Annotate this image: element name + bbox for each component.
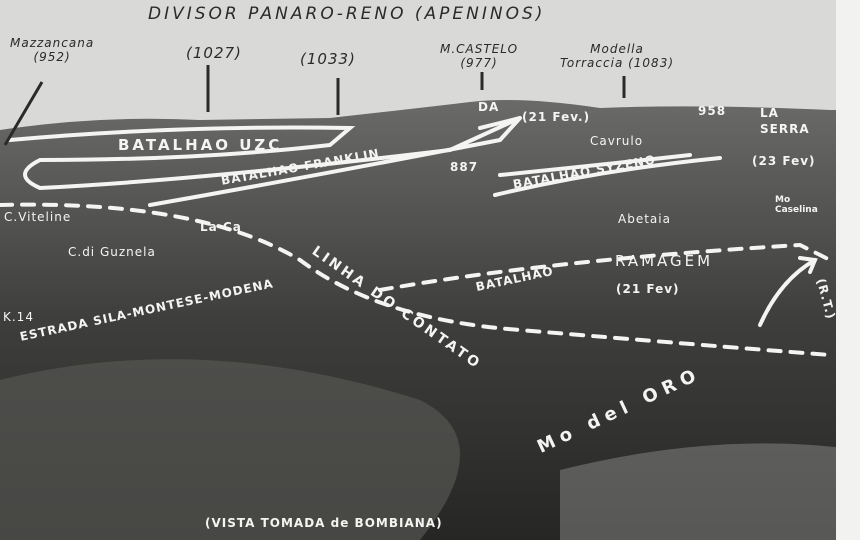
- page-margin: [836, 0, 860, 540]
- label-la-serra: LA SERRA: [760, 106, 810, 136]
- label-abetaia: Abetaia: [618, 212, 671, 226]
- label-la-ca: La Ca: [200, 220, 242, 234]
- bottom-right-field: [560, 443, 860, 540]
- label-c-viteline: C.Viteline: [4, 210, 72, 224]
- label-21-fev: (21 Fev.): [522, 110, 591, 124]
- label-887: 887: [450, 160, 479, 174]
- rt-arrow: [758, 256, 818, 327]
- title: DIVISOR PANARO-RENO (APENINOS): [148, 4, 546, 24]
- label-21-fev-2: (21 Fev): [616, 282, 680, 296]
- label-c-guznela: C.di Guznela: [68, 245, 156, 259]
- batalhao-franklin-outline: [148, 116, 522, 207]
- caption: (VISTA TOMADA de BOMBIANA): [205, 516, 443, 530]
- label-1033: (1033): [300, 50, 356, 68]
- label-ramagem: RAMAGEM: [615, 252, 714, 270]
- label-castelo: M.CASTELO (977): [440, 42, 519, 70]
- label-torraccia: Modella Torraccia (1083): [560, 42, 675, 70]
- label-23-fev: (23 Fev): [752, 154, 816, 168]
- label-da: DA: [478, 100, 500, 114]
- label-cavrulo: Cavrulo: [590, 134, 644, 148]
- label-958: 958: [698, 104, 727, 118]
- label-1027: (1027): [186, 44, 242, 62]
- linha-do-contato-dashed: [0, 202, 832, 357]
- batalhao-syzeno-outline: [493, 153, 722, 197]
- arrow-mazzancana: [3, 81, 44, 146]
- label-mo-caselina: Mo Caselina: [775, 195, 818, 215]
- label-batalhao-uzc: BATALHAO UZC: [118, 136, 283, 154]
- meadow: [0, 359, 460, 540]
- label-mazzancana: Mazzancana (952): [10, 36, 95, 64]
- batalhao-uzc-outline: [8, 116, 521, 191]
- label-k14: K.14: [3, 310, 34, 324]
